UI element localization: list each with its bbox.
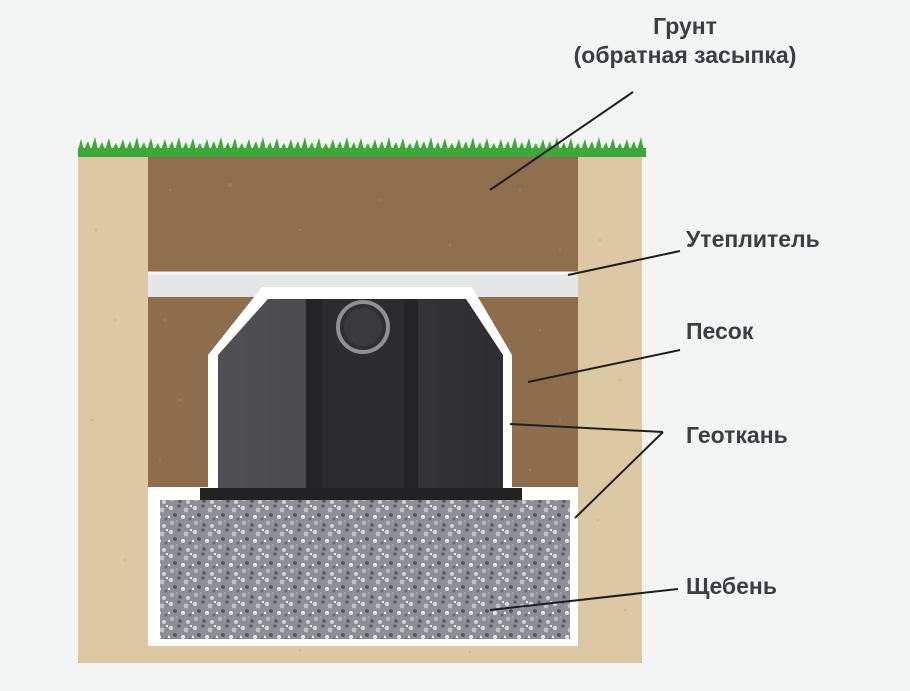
label-soil-line1: Грунт xyxy=(653,13,717,39)
leader-gravel xyxy=(489,588,679,611)
tank-rib-right xyxy=(404,299,418,490)
leader-insulation xyxy=(567,250,681,276)
label-soil-line2: (обратная засыпка) xyxy=(573,42,797,68)
label-sand: Песок xyxy=(686,318,754,344)
label-insulation: Утеплитель xyxy=(686,226,820,252)
leader-geotextile-b xyxy=(574,431,664,519)
septic-tank xyxy=(200,299,522,500)
tank-highlight xyxy=(218,299,306,490)
label-geotextile: Геоткань xyxy=(686,422,788,448)
leader-geotextile-a xyxy=(509,423,664,433)
sand-specks xyxy=(158,318,562,472)
backfill-specks xyxy=(168,182,562,252)
grass-strip xyxy=(78,148,646,157)
leader-lines xyxy=(489,91,681,611)
tank-rib-left xyxy=(306,299,322,490)
grass-blades xyxy=(78,137,646,150)
backfill-soil-layer xyxy=(148,155,578,273)
leader-sand xyxy=(527,349,681,383)
leader-soil xyxy=(489,91,634,191)
label-gravel: Щебень xyxy=(686,573,777,599)
label-soil: Грунт (обратная засыпка) xyxy=(530,12,840,70)
pipe-inlet-inner xyxy=(344,308,382,346)
tank-base xyxy=(200,488,522,500)
gravel-bed xyxy=(160,500,570,639)
soil-specks xyxy=(90,228,627,654)
